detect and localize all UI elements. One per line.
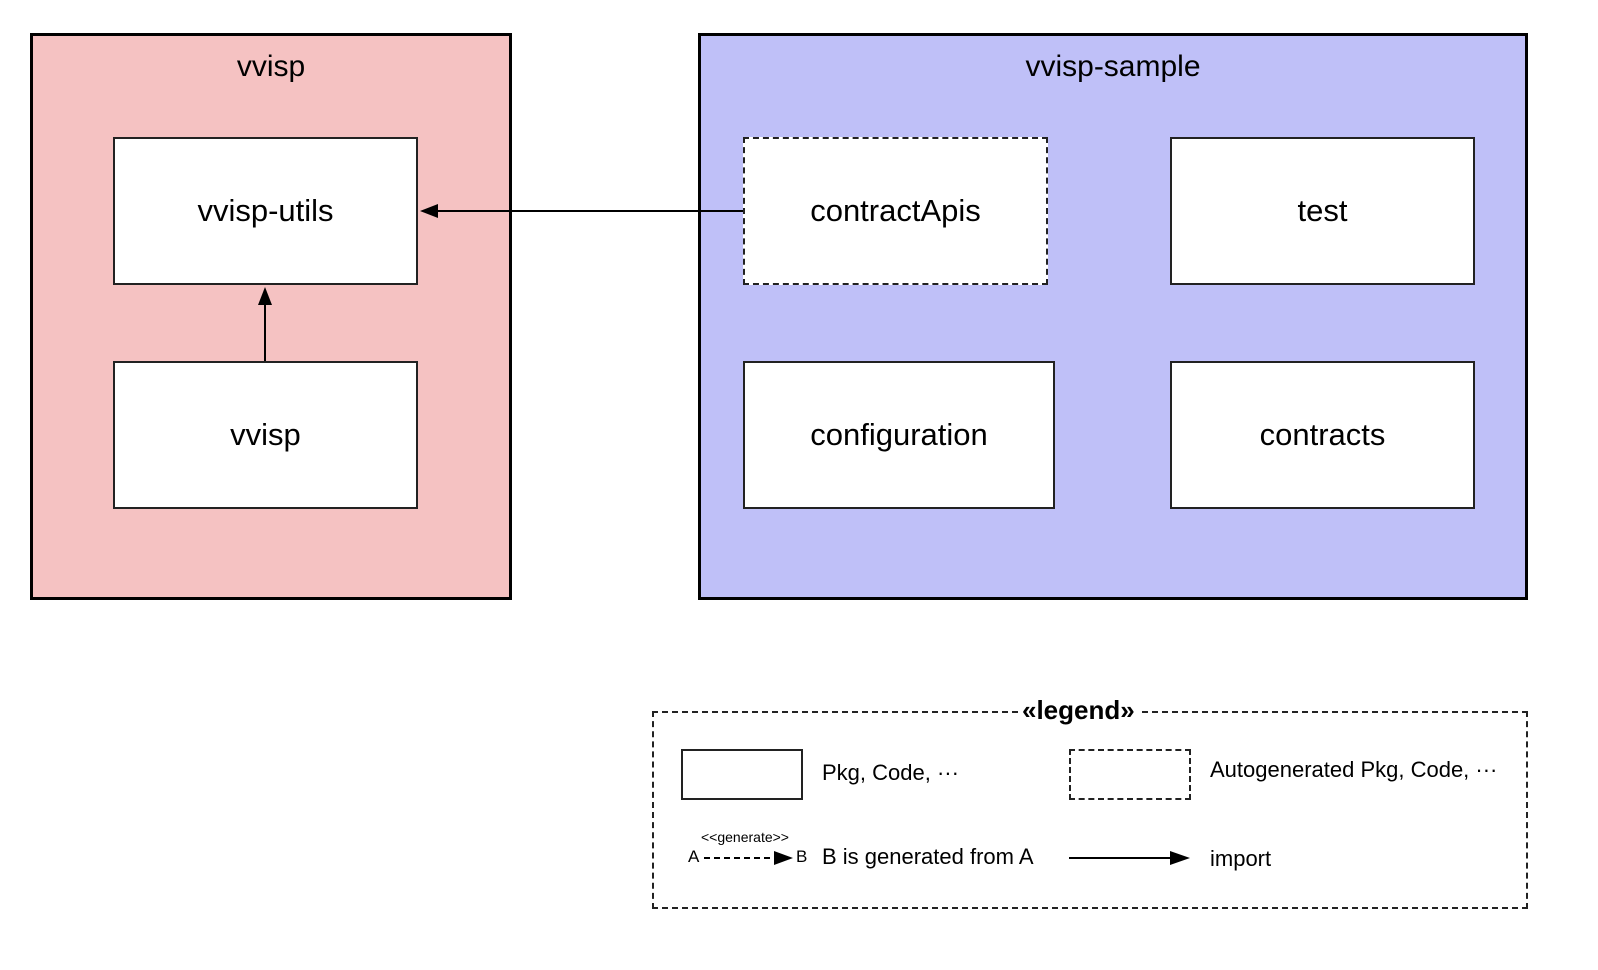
legend-generated-label: B is generated from A [822, 844, 1034, 869]
vvisp-node: vvisp [113, 361, 418, 509]
test-node: test [1170, 137, 1475, 285]
legend-box: «legend» [652, 695, 1528, 909]
legend-generate-arrow [704, 851, 793, 865]
contracts-node: contracts [1170, 361, 1475, 509]
legend-import-label: import [1210, 846, 1272, 871]
legend-autogen-swatch [1069, 749, 1191, 800]
legend-title: «legend» [1018, 695, 1139, 725]
edge-vvisp-to-vvisp-utils [258, 287, 272, 361]
vvisp-utils-node: vvisp-utils [113, 137, 418, 285]
legend-pkg-swatch [681, 749, 803, 800]
legend-pkg-label: Pkg, Code, ··· [822, 760, 959, 785]
edge-contractapis-to-vvisp-utils [420, 204, 743, 218]
vvisp-group-title: vvisp [236, 50, 306, 83]
vvisp-sample-group-title: vvisp-sample [1025, 50, 1201, 83]
configuration-node: configuration [743, 361, 1055, 509]
legend-b-label: B [796, 847, 808, 866]
legend-a-label: A [688, 847, 700, 866]
legend-generate-stereotype: <<generate>> [701, 829, 789, 845]
contract-apis-node: contractApis [743, 137, 1048, 285]
legend-autogen-label: Autogenerated Pkg, Code, ··· [1210, 757, 1498, 782]
legend-import-arrow [1069, 851, 1190, 865]
